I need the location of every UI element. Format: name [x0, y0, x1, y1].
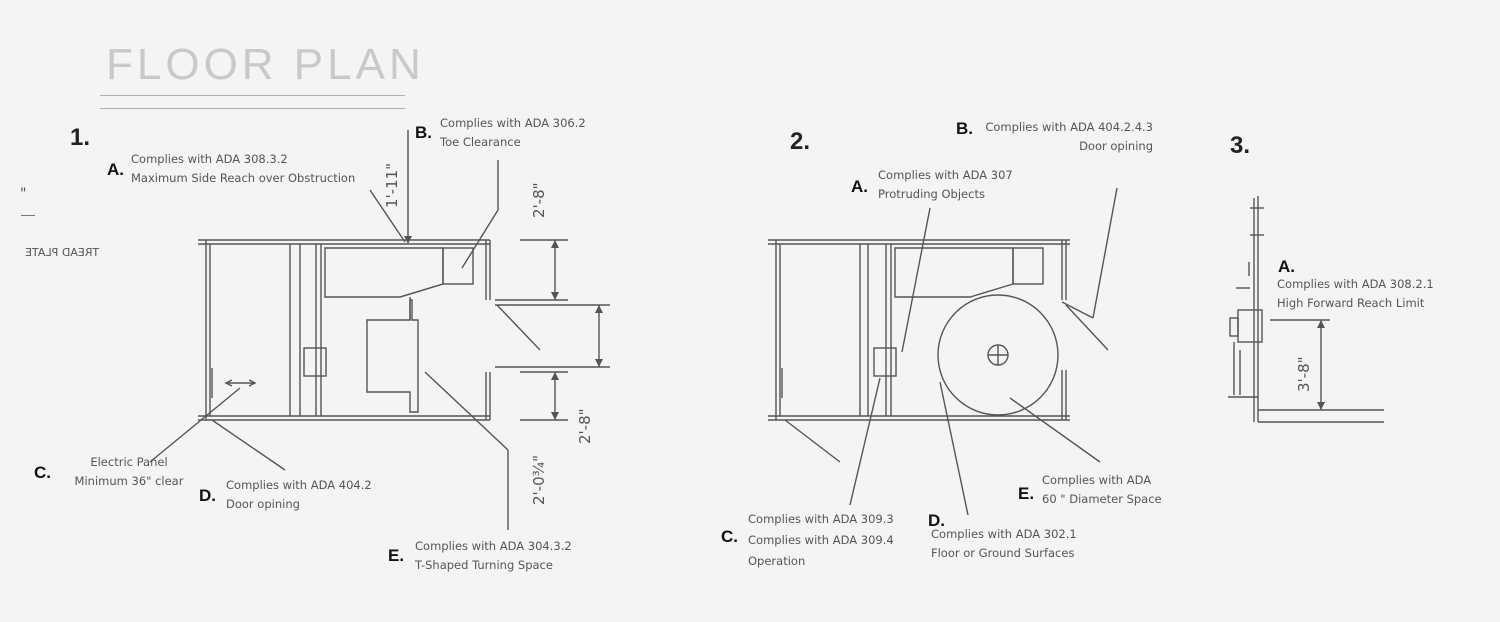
plan1-note-c-letter: C.: [34, 463, 51, 482]
plan2-note-a-line2: Protruding Objects: [878, 187, 985, 201]
plan2-walls: [768, 239, 1070, 421]
plan1-note-e-letter: E.: [388, 546, 405, 565]
plan2-note-d: Complies with ADA 302.1 Floor or Ground …: [931, 525, 1077, 563]
plan1-electric-panel: [303, 347, 327, 377]
plan3-note-a-line2: High Forward Reach Limit: [1277, 296, 1425, 310]
plan2-note-e: Complies with ADA 60 " Diameter Space: [1042, 471, 1162, 509]
plan1-note-b-line1: Complies with ADA 306.2: [440, 116, 586, 130]
plan1-note-a: Complies with ADA 308.3.2 Maximum Side R…: [131, 150, 355, 188]
plan3-number: 3.: [1230, 132, 1251, 159]
plan1-dim-2-0-3-4: 2'-0¾": [530, 454, 548, 505]
title-underline-2: [100, 108, 405, 109]
plan1-number: 1.: [70, 124, 91, 151]
plan1-note-c: Electric Panel Minimum 36" clear: [64, 453, 194, 491]
plan2-note-c-line3: Operation: [748, 554, 806, 568]
plan1-note-b: Complies with ADA 306.2 Toe Clearance: [440, 114, 586, 152]
plan2-turning-circle: [937, 294, 1059, 416]
plan1-note-b-letter: B.: [415, 123, 432, 142]
plan1-note-c-line1: Electric Panel: [90, 455, 168, 469]
plan1-dim-2-8-top: 2'-8": [530, 182, 548, 218]
plan3-dim-3-8: 3'-8": [1295, 356, 1313, 392]
plan2-note-b-line1: Complies with ADA 404.2.4.3: [985, 120, 1153, 134]
plan1-note-d-letter: D.: [199, 486, 216, 505]
plan1-walls: [198, 239, 491, 421]
plan1-note-d-line2: Door opining: [226, 497, 300, 511]
plan2-note-a: Complies with ADA 307 Protruding Objects: [878, 166, 1013, 204]
plan3-note-a-letter: A.: [1278, 257, 1295, 276]
plan2-note-c-letter: C.: [721, 527, 738, 546]
plan1-counter: [324, 247, 474, 298]
plan2-number: 2.: [790, 128, 811, 155]
plan1-note-e-line1: Complies with ADA 304.3.2: [415, 539, 572, 553]
plan1-dim-1-11: 1'-11": [383, 162, 401, 208]
plan2-note-c-line1: Complies with ADA 309.3: [748, 512, 894, 526]
stray-mark: ": [20, 186, 27, 202]
plan2-note-e-line1: Complies with ADA: [1042, 473, 1152, 487]
plan1-leaders: [149, 160, 541, 530]
plan2-note-e-letter: E.: [1018, 484, 1035, 503]
plan1-note-d: Complies with ADA 404.2 Door opining: [226, 476, 372, 514]
plan2-note-b: Complies with ADA 404.2.4.3 Door opining: [983, 118, 1153, 156]
plan2-note-c: Complies with ADA 309.3 Complies with AD…: [748, 509, 894, 572]
plan1-note-b-line2: Toe Clearance: [440, 135, 521, 149]
plan2-note-b-line2: Door opining: [1079, 139, 1153, 153]
plan3-note-a-line1: Complies with ADA 308.2.1: [1277, 277, 1434, 291]
page-title: FLOOR PLAN: [106, 40, 425, 89]
plan2-note-a-letter: A.: [851, 177, 868, 196]
plan1-note-d-line1: Complies with ADA 404.2: [226, 478, 372, 492]
plan3-note-a: Complies with ADA 308.2.1 High Forward R…: [1277, 275, 1434, 313]
plan2-counter: [894, 247, 1044, 298]
plan1-dim-2-8-mid: 2'-8": [576, 408, 594, 444]
plan2-note-e-line2: 60 " Diameter Space: [1042, 492, 1162, 506]
plan2-note-b-letter: B.: [956, 119, 973, 138]
plan2-note-c-line2: Complies with ADA 309.4: [748, 533, 894, 547]
plan1-dimensions: [407, 130, 610, 421]
plan1-note-e: Complies with ADA 304.3.2 T-Shaped Turni…: [415, 537, 572, 575]
plan1-note-a-line2: Maximum Side Reach over Obstruction: [131, 171, 356, 185]
plan1-note-e-line2: T-Shaped Turning Space: [415, 558, 553, 572]
plan1-note-a-letter: A.: [107, 160, 124, 179]
plan2-note-d-line2: Floor or Ground Surfaces: [931, 546, 1075, 560]
plan1-note-c-line2: Minimum 36" clear: [74, 474, 184, 488]
title-underline: [100, 95, 405, 96]
stray-dash: [21, 215, 35, 216]
plan1-note-a-line1: Complies with ADA 308.3.2: [131, 152, 288, 166]
plan2-leaders: [784, 187, 1118, 516]
plan2-note-a-line1: Complies with ADA 307: [878, 168, 1013, 182]
plan2-note-d-letter: D.: [928, 511, 945, 530]
arrowheads: [404, 236, 1325, 420]
plan2-note-d-line1: Complies with ADA 302.1: [931, 527, 1077, 541]
plan2-electric-panel: [873, 347, 897, 377]
